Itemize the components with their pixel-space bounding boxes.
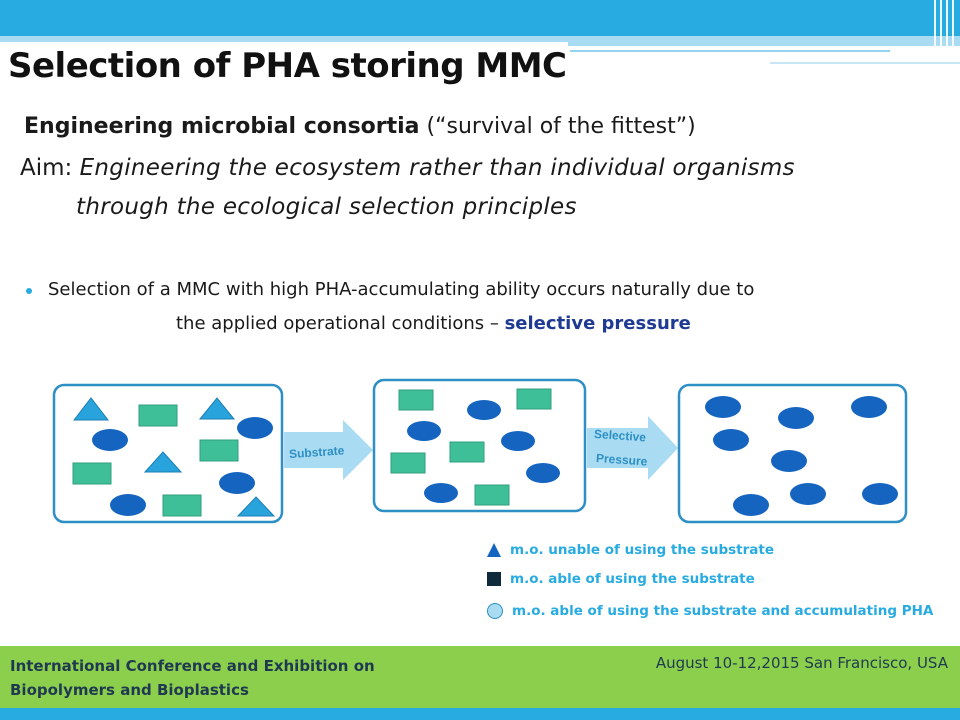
triangle-icon (143, 451, 183, 473)
aim-text-1: Engineering the ecosystem rather than in… (79, 155, 795, 181)
circle-icon (219, 472, 255, 494)
square-icon (474, 484, 510, 506)
circle-icon (467, 400, 501, 420)
circle-icon (851, 396, 887, 418)
circle-icon (501, 431, 535, 451)
title-decor-line (570, 50, 890, 52)
title-decor-line (570, 56, 870, 58)
legend-item-unable: m.o. unable of using the substrate (486, 540, 774, 560)
aim-line: Aim: Engineering the ecosystem rather th… (20, 155, 795, 181)
square-icon (162, 494, 202, 517)
aim-colon: : (64, 155, 80, 181)
circle-icon (424, 483, 458, 503)
legend-label: m.o. able of using the substrate and acc… (512, 603, 934, 619)
aim-text-2: through the ecological selection princip… (76, 194, 577, 220)
square-icon (199, 439, 239, 462)
circle-icon (407, 421, 441, 441)
circle-icon (733, 494, 769, 516)
circle-icon (487, 603, 503, 619)
circle-icon (862, 483, 898, 505)
triangle-icon (198, 397, 236, 420)
square-icon (487, 572, 501, 586)
circle-icon (713, 429, 749, 451)
bullet-line-1: Selection of a MMC with high PHA-accumul… (48, 279, 755, 300)
circle-icon (705, 396, 741, 418)
title-decor-line (770, 62, 960, 64)
arrow-1-label: Substrate (289, 443, 346, 461)
square-icon (72, 462, 112, 485)
circle-icon (237, 417, 273, 439)
triangle-icon (487, 543, 501, 557)
legend-label: m.o. unable of using the substrate (510, 542, 774, 558)
square-icon (449, 441, 485, 463)
arrow-2-label-2: Pressure (596, 451, 649, 469)
legend-item-able: m.o. able of using the substrate (486, 569, 755, 589)
title-box (0, 42, 568, 94)
circle-icon (526, 463, 560, 483)
slide-title: Selection of PHA storing MMC (8, 46, 567, 86)
circle-icon (771, 450, 807, 472)
selective-pressure-arrow (587, 416, 678, 480)
legend-label: m.o. able of using the substrate (510, 571, 755, 587)
square-icon (516, 388, 552, 410)
legend-item-accumulating: m.o. able of using the substrate and acc… (486, 601, 933, 621)
selection-diagram: Substrate Selective Pressure (52, 378, 908, 524)
aim-label: Aim (20, 155, 65, 181)
circle-icon (778, 407, 814, 429)
heading-bold: Engineering microbial consortia (24, 114, 420, 139)
circle-icon (110, 494, 146, 516)
triangle-icon (72, 397, 110, 421)
square-icon (390, 452, 426, 474)
footer-date-location: August 10-12,2015 San Francisco, USA (655, 654, 948, 672)
heading-line: Engineering microbial consortia (“surviv… (24, 114, 696, 139)
arrow-2-label-1: Selective (594, 427, 647, 445)
header-stripes (930, 0, 960, 64)
footer-left-line-1: International Conference and Exhibition … (10, 657, 375, 675)
footer-band (0, 646, 960, 710)
triangle-icon (236, 496, 276, 517)
heading-rest: (“survival of the fittest”) (419, 114, 696, 139)
bullet-line-2-text: the applied operational conditions – (176, 313, 505, 334)
header-band (0, 0, 960, 36)
bullet-icon (26, 288, 32, 294)
bullet-highlight: selective pressure (504, 313, 691, 334)
footer-conference: International Conference and Exhibition … (10, 654, 375, 702)
circle-icon (790, 483, 826, 505)
bullet-line-2: the applied operational conditions – sel… (176, 313, 691, 334)
square-icon (398, 389, 434, 411)
square-icon (138, 404, 178, 427)
circle-icon (92, 429, 128, 451)
header-band-light (0, 36, 960, 46)
footer-bottom-band (0, 708, 960, 720)
substrate-arrow (284, 420, 373, 480)
footer-left-line-2: Biopolymers and Bioplastics (10, 681, 249, 699)
